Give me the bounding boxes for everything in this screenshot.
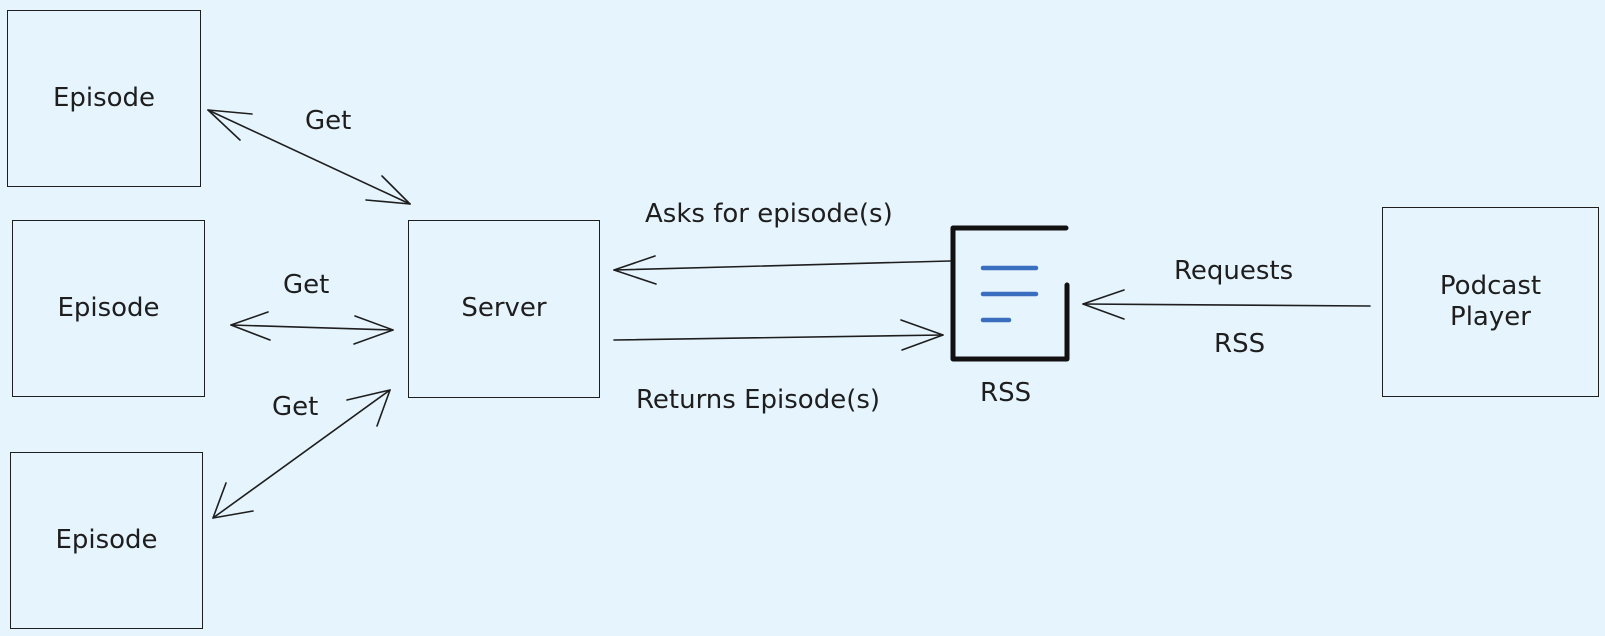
arrow-returns-episodes (613, 319, 944, 351)
server-label: Server (461, 293, 547, 324)
arrow-get-bottom (212, 389, 391, 519)
episode-top-label: Episode (52, 82, 156, 113)
rss-caption: RSS (980, 378, 1032, 408)
arrow-requests (1082, 289, 1371, 320)
edge-label-get-middle: Get (283, 270, 330, 300)
episode-box-top: Episode (7, 10, 201, 187)
edge-label-get-top: Get (305, 106, 352, 136)
edge-label-asks-for-episodes: Asks for episode(s) (645, 199, 893, 229)
arrow-asks-for-episodes (613, 255, 951, 285)
arrow-get-middle (230, 311, 394, 345)
edge-label-rss: RSS (1214, 329, 1266, 359)
rss-document-icon (950, 225, 1070, 362)
server-box: Server (408, 220, 600, 398)
episode-middle-label: Episode (57, 292, 160, 323)
arrow-get-top (207, 109, 411, 205)
edge-label-returns-episodes: Returns Episode(s) (636, 385, 881, 415)
edge-label-get-bottom: Get (272, 392, 319, 422)
edge-label-requests: Requests (1174, 256, 1294, 286)
episode-box-bottom: Episode (10, 452, 203, 629)
podcast-player-box: Podcast Player (1382, 207, 1599, 397)
podcast-player-label: Podcast Player (1439, 270, 1542, 332)
episode-bottom-label: Episode (55, 524, 158, 555)
episode-box-middle: Episode (12, 220, 205, 397)
